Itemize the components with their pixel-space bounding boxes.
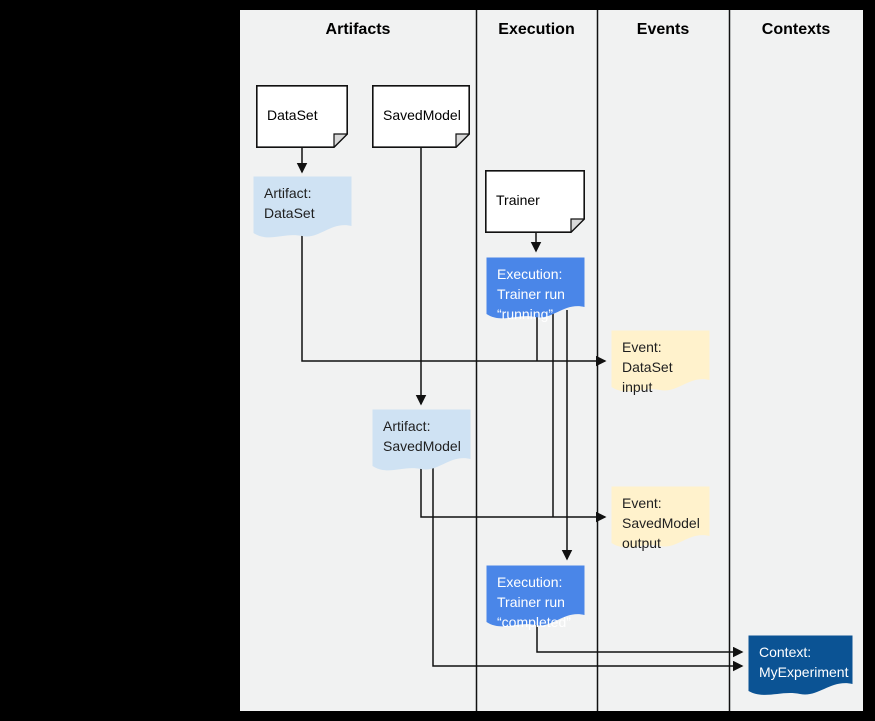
node-artifact-savedmodel: Artifact: SavedModel	[372, 409, 471, 477]
node-label: Artifact: SavedModel	[383, 418, 461, 454]
wave-shape	[486, 565, 585, 627]
edge-artifactdataset-to-event	[301, 232, 607, 367]
node-label: SavedModel	[383, 106, 461, 123]
node-label: Artifact: DataSet	[264, 185, 315, 221]
edge-artifactsavedmodel-to-event	[420, 462, 607, 523]
node-dataset-document: DataSet	[256, 85, 348, 148]
node-label: Trainer	[496, 191, 540, 208]
node-label: DataSet	[267, 106, 318, 123]
node-label: Execution: Trainer run “completed”	[497, 574, 571, 630]
column-header-execution: Execution	[498, 21, 575, 38]
node-event-savedmodel-output: Event: SavedModel output	[611, 486, 710, 554]
node-context-myexperiment: Context: MyExperiment	[748, 635, 853, 702]
node-execution-running: Execution: Trainer run “running”	[486, 257, 585, 325]
column-header-contexts: Contexts	[761, 21, 831, 38]
connector-lines	[296, 10, 744, 711]
edge-artifactsavedmodel-to-context	[432, 462, 744, 672]
document-shape	[485, 170, 585, 233]
wave-shape	[748, 635, 853, 695]
wave-shape	[486, 257, 585, 319]
node-savedmodel-document: SavedModel	[372, 85, 470, 148]
edge-completed-to-context	[536, 620, 744, 658]
node-label: Event: SavedModel output	[622, 495, 700, 551]
folded-corner	[570, 218, 585, 233]
node-execution-completed: Execution: Trainer run “completed”	[486, 565, 585, 633]
wave-shape	[611, 330, 710, 392]
column-header-artifacts: Artifacts	[325, 21, 391, 38]
wave-shape	[253, 176, 352, 238]
node-label: Event: DataSet input	[622, 339, 673, 395]
document-shape	[256, 85, 348, 148]
mlmd-flow-diagram: Artifacts Execution Events Contexts Data…	[240, 10, 863, 711]
node-label: Execution: Trainer run “running”	[497, 266, 565, 322]
node-artifact-dataset: Artifact: DataSet	[253, 176, 352, 244]
wave-shape	[611, 486, 710, 548]
node-event-dataset-input: Event: DataSet input	[611, 330, 710, 398]
document-shape	[372, 85, 470, 148]
node-label: Context: MyExperiment	[759, 644, 849, 680]
folded-corner	[455, 133, 470, 148]
column-header-events: Events	[636, 21, 690, 38]
folded-corner	[333, 133, 348, 148]
node-trainer-document: Trainer	[485, 170, 585, 233]
wave-shape	[372, 409, 471, 471]
